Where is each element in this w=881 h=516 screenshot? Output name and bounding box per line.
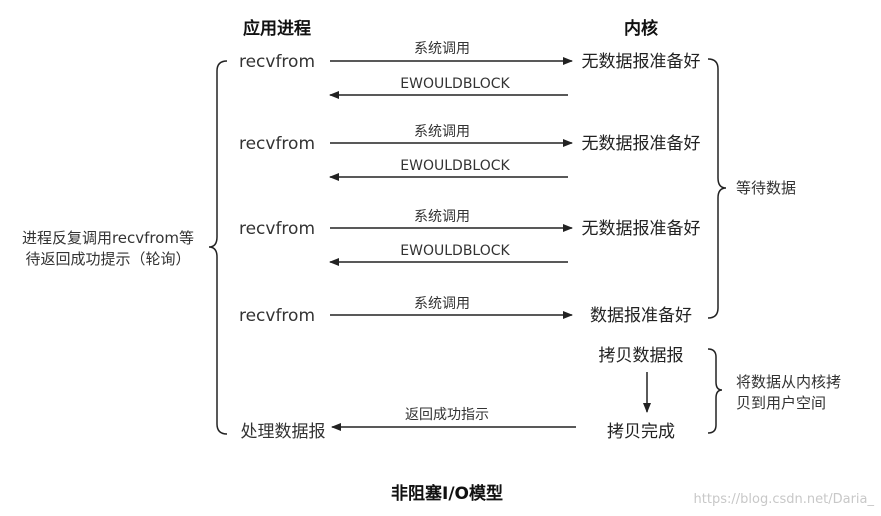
recvfrom-call-2: recvfrom bbox=[239, 134, 315, 154]
kernel-state-1: 无数据报准备好 bbox=[582, 52, 701, 72]
wait-data-brace bbox=[707, 58, 727, 319]
polling-note-line-2: 待返回成功提示（轮询） bbox=[25, 250, 190, 268]
kernel-state-2: 无数据报准备好 bbox=[582, 134, 701, 154]
kernel-state-ready: 数据报准备好 bbox=[590, 306, 692, 326]
syscall-label-1: 系统调用 bbox=[414, 41, 470, 57]
ewouldblock-label-1: EWOULDBLOCK bbox=[400, 76, 510, 92]
kernel-header: 内核 bbox=[624, 18, 658, 39]
copy-note-line-2: 贝到用户空间 bbox=[736, 394, 826, 412]
syscall-label-3: 系统调用 bbox=[414, 209, 470, 225]
copy-brace bbox=[707, 348, 723, 434]
return-success-label: 返回成功指示 bbox=[405, 407, 489, 423]
polling-note-line-1: 进程反复调用recvfrom等 bbox=[22, 229, 194, 247]
kernel-state-3: 无数据报准备好 bbox=[582, 219, 701, 239]
app-process-header: 应用进程 bbox=[243, 18, 311, 39]
syscall-label-4: 系统调用 bbox=[414, 296, 470, 312]
diagram-title: 非阻塞I/O模型 bbox=[391, 483, 503, 504]
copy-datagram-label: 拷贝数据报 bbox=[599, 346, 684, 366]
polling-brace bbox=[208, 60, 228, 435]
recvfrom-call-1: recvfrom bbox=[239, 52, 315, 72]
recvfrom-call-3: recvfrom bbox=[239, 219, 315, 239]
syscall-label-2: 系统调用 bbox=[414, 124, 470, 140]
copy-complete-label: 拷贝完成 bbox=[607, 422, 675, 442]
watermark: https://blog.csdn.net/Daria_ bbox=[694, 492, 875, 507]
wait-data-note: 等待数据 bbox=[736, 179, 796, 197]
ewouldblock-label-3: EWOULDBLOCK bbox=[400, 243, 510, 259]
process-datagram-label: 处理数据报 bbox=[241, 422, 326, 442]
ewouldblock-label-2: EWOULDBLOCK bbox=[400, 158, 510, 174]
copy-note-line-1: 将数据从内核拷 bbox=[736, 373, 841, 391]
recvfrom-call-4: recvfrom bbox=[239, 306, 315, 326]
